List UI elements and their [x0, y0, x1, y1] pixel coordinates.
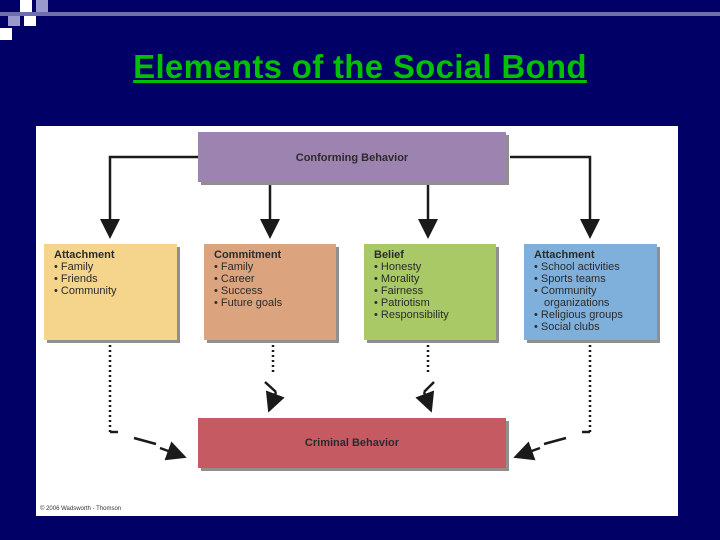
list-item: Career — [214, 273, 336, 285]
belief-box: Belief Honesty Morality Fairness Patriot… — [364, 244, 496, 340]
conforming-behavior-box: Conforming Behavior — [198, 132, 506, 182]
connector-arrows — [100, 155, 600, 461]
slide-title: Elements of the Social Bond — [133, 48, 587, 85]
corner-decoration — [0, 0, 48, 40]
copyright-credit: © 2006 Wadsworth - Thomson — [40, 506, 122, 512]
list-item: Sports teams — [534, 273, 657, 285]
dashed-arrow-heads — [110, 381, 590, 461]
list-item: Success — [214, 285, 336, 297]
list-item: Community — [54, 285, 177, 297]
list-item: Friends — [54, 273, 177, 285]
category-title: Belief — [374, 249, 404, 261]
list-item: Community organizations — [534, 285, 657, 309]
list-item: Fairness — [374, 285, 496, 297]
list-item: Honesty — [374, 261, 496, 273]
list-item: Responsibility — [374, 309, 496, 321]
category-title: Attachment — [534, 249, 595, 261]
attachment-activities-box: Attachment School activities Sports team… — [524, 244, 657, 340]
diagram-panel: Conforming Behavior Attachment Family Fr… — [36, 126, 678, 516]
solid-arrows — [100, 155, 600, 239]
commitment-box: Commitment Family Career Success Future … — [204, 244, 336, 340]
list-item: Family — [54, 261, 177, 273]
list-item: Religious groups — [534, 309, 657, 321]
list-item: Patriotism — [374, 297, 496, 309]
dotted-arrows — [108, 340, 592, 432]
category-title: Commitment — [214, 249, 282, 261]
conforming-behavior-label: Conforming Behavior — [295, 152, 409, 164]
list-item: Family — [214, 261, 336, 273]
criminal-behavior-box: Criminal Behavior — [198, 418, 506, 468]
attachment-family-box: Attachment Family Friends Community — [44, 244, 177, 340]
header-rule — [0, 12, 720, 16]
list-item: Social clubs — [534, 321, 657, 333]
category-title: Attachment — [54, 249, 115, 261]
list-item: Future goals — [214, 297, 336, 309]
list-item: School activities — [534, 261, 657, 273]
list-item: Morality — [374, 273, 496, 285]
criminal-behavior-label: Criminal Behavior — [304, 437, 400, 449]
